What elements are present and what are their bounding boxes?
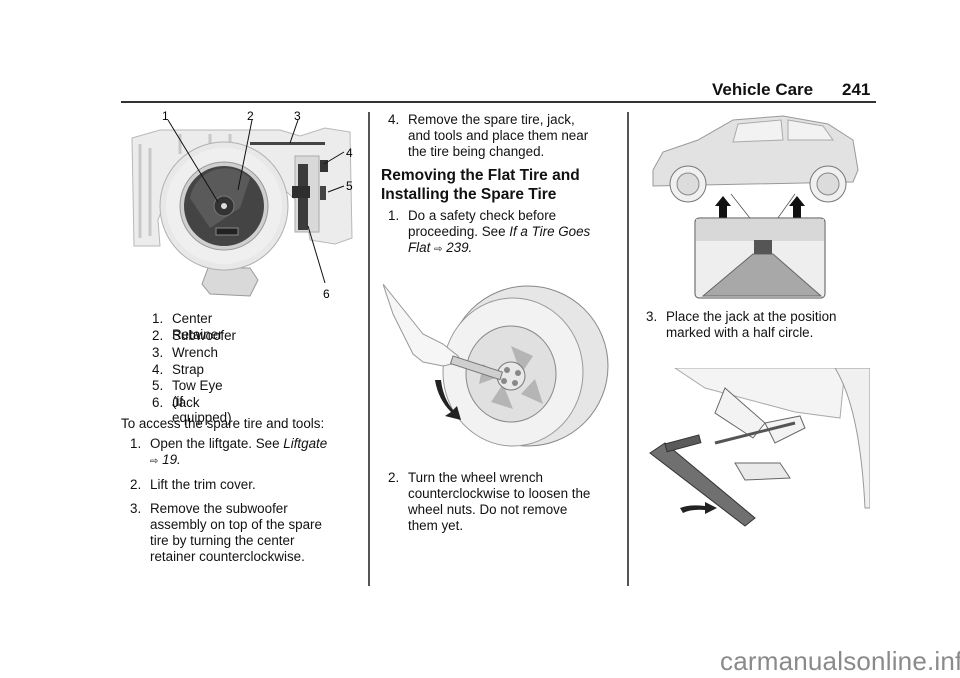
callout-5: 5	[346, 179, 353, 193]
callout-3: 3	[294, 109, 301, 123]
page-ref[interactable]: 239	[446, 240, 469, 255]
callout-2: 2	[247, 109, 254, 123]
page-ref-arrow-icon: ⇨	[434, 244, 443, 255]
up-arrow-icon	[715, 196, 731, 218]
jack-placement-figure	[649, 368, 870, 527]
liftgate-link[interactable]: Liftgate	[283, 436, 328, 451]
up-arrow-icon	[789, 196, 805, 218]
column-divider-left	[368, 112, 370, 586]
section-title: Vehicle Care	[712, 80, 814, 99]
intro-text: To access the spare tire and tools:	[121, 416, 325, 431]
jack-position-figure	[652, 115, 859, 299]
callout-6: 6	[323, 287, 330, 301]
callout-4: 4	[346, 146, 353, 160]
header-divider	[121, 101, 876, 103]
turn-arrow-icon	[680, 502, 717, 514]
section-heading: Removing the Flat Tire and Installing th…	[381, 167, 580, 203]
page-number: 241	[842, 80, 871, 99]
rotation-arrow-icon	[435, 380, 461, 420]
if-a-tire-goes-flat-link[interactable]: If a Tire Goes	[509, 224, 591, 239]
page-ref[interactable]: 19	[162, 452, 178, 467]
watermark: carmanualsonline.info	[720, 646, 960, 676]
wheel-wrench-figure	[383, 284, 609, 447]
page-ref-arrow-icon: ⇨	[150, 456, 159, 467]
callout-1: 1	[162, 109, 169, 123]
spare-tire-storage-figure: 1 2 3 4 5 6	[131, 109, 353, 301]
column-divider-right	[627, 112, 629, 586]
